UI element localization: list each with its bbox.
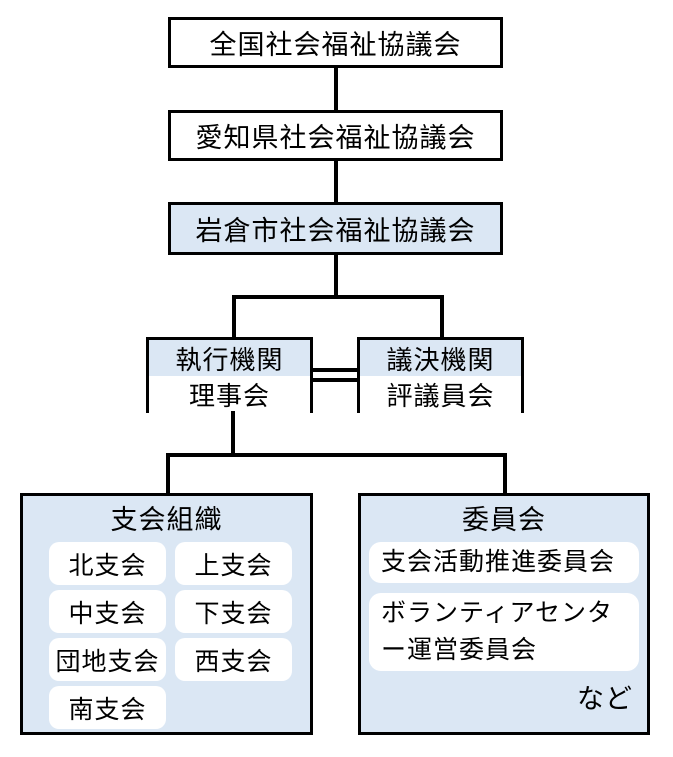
connector-organs-link-bottom (311, 378, 359, 382)
node-executive-organ: 執行機関 理事会 (146, 337, 313, 413)
branch-item: 西支会 (175, 638, 292, 681)
committee-item: ボランティアセンター運営委員会 (369, 593, 639, 671)
connector-organs-link-top (311, 368, 359, 372)
connector-prefecture-city (334, 159, 338, 204)
committee-item: 支会活動推進委員会 (369, 542, 639, 583)
branch-item: 中支会 (49, 590, 166, 633)
connector-drop-deliberative (440, 297, 444, 337)
committee-item-label: ボランティアセンター運営委員会 (381, 599, 614, 664)
committee-list: 支会活動推進委員会 ボランティアセンター運営委員会 (361, 537, 647, 671)
connector-national-prefecture (334, 66, 338, 112)
connector-organs-crossbar (232, 295, 444, 299)
branch-item-label: 団地支会 (55, 647, 160, 676)
branch-item: 北支会 (49, 542, 166, 585)
connector-drop-branches (166, 455, 170, 495)
branch-item-label: 中支会 (68, 599, 147, 628)
node-prefecture-council: 愛知県社会福祉協議会 (168, 110, 503, 161)
connector-city-stem (334, 253, 338, 299)
branch-item: 南支会 (49, 686, 166, 729)
connector-drop-executive (232, 297, 236, 337)
group-committees: 委員会 支会活動推進委員会 ボランティアセンター運営委員会 など (358, 493, 650, 735)
branch-item-label: 北支会 (68, 551, 147, 580)
branch-item: 団地支会 (49, 638, 166, 681)
node-deliberative-organ: 議決機関 評議員会 (357, 337, 524, 413)
group-branch-organization: 支会組織 北支会 上支会 中支会 下支会 団地支会 西支会 南支会 (20, 493, 313, 735)
branch-item-label: 下支会 (194, 599, 273, 628)
branch-item-label: 南支会 (68, 695, 147, 724)
node-city-council-label: 岩倉市社会福祉協議会 (195, 216, 476, 246)
branch-organization-title: 支会組織 (110, 505, 223, 535)
node-national-council-label: 全国社会福祉協議会 (209, 30, 462, 60)
branch-item-label: 西支会 (194, 647, 273, 676)
committee-item-label: 支会活動推進委員会 (381, 548, 616, 576)
committees-title: 委員会 (462, 505, 546, 535)
branch-list: 北支会 上支会 中支会 下支会 団地支会 西支会 南支会 (23, 537, 310, 729)
node-prefecture-council-label: 愛知県社会福祉協議会 (195, 123, 476, 153)
branch-item: 下支会 (175, 590, 292, 633)
branch-item: 上支会 (175, 542, 292, 585)
executive-organ-type: 執行機関 (149, 340, 310, 376)
connector-drop-committees (503, 455, 507, 495)
connector-groups-crossbar (166, 453, 507, 457)
branch-item-label: 上支会 (194, 551, 273, 580)
executive-organ-name: 理事会 (149, 376, 310, 413)
node-city-council: 岩倉市社会福祉協議会 (168, 202, 503, 255)
committees-etc-label: など (577, 684, 633, 714)
node-national-council: 全国社会福祉協議会 (168, 17, 503, 68)
deliberative-organ-name: 評議員会 (360, 376, 521, 413)
deliberative-organ-type: 議決機関 (360, 340, 521, 376)
connector-executive-stem (231, 411, 235, 455)
